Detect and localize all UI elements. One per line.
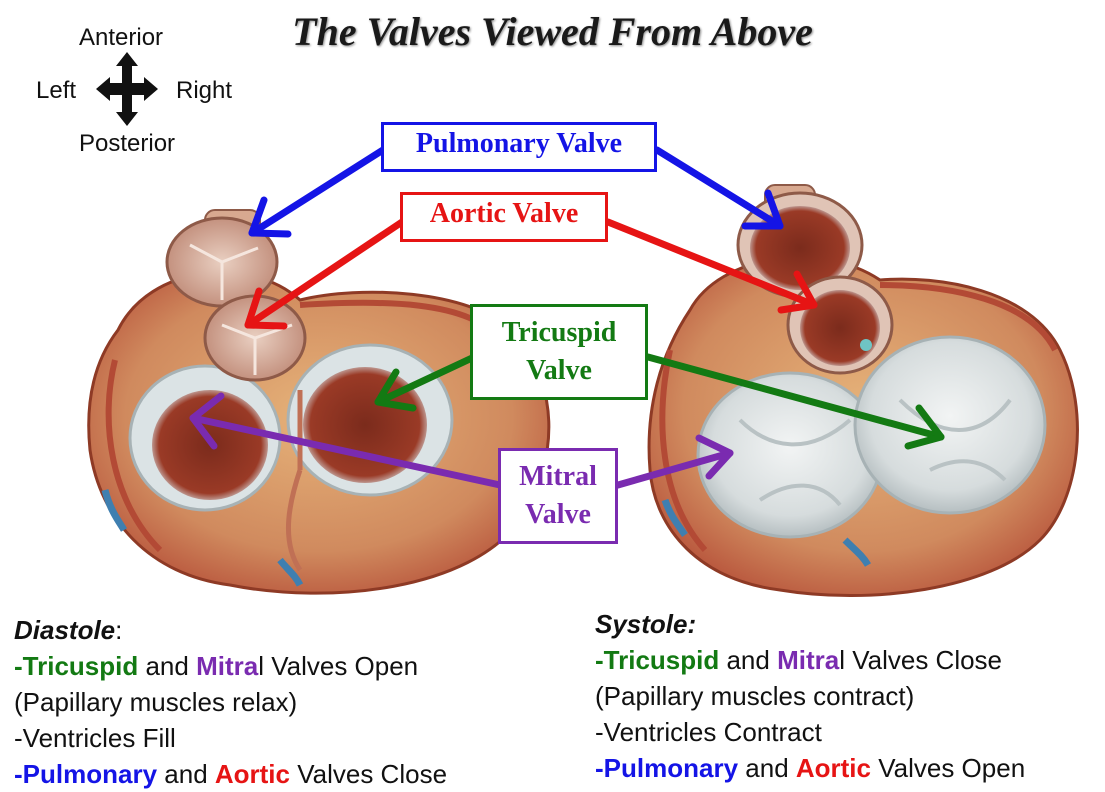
systole-heading: Systole: (595, 609, 696, 639)
systole-line4-rest: Valves Open (871, 753, 1025, 783)
systole-dash: - (595, 645, 604, 675)
diastole-dash: - (14, 651, 23, 681)
systole-line-2: (Papillary muscles contract) (595, 678, 1025, 714)
aortic-valve-callout: Aortic Valve (400, 192, 608, 242)
systole-tricuspid-word: Tricuspid (604, 645, 720, 675)
diastole-mitral-word: Mitra (196, 651, 258, 681)
diastole-line-1: -Tricuspid and Mitral Valves Open (14, 648, 447, 684)
tricuspid-callout-line2: Valve (473, 352, 645, 390)
diastole-and: and (138, 651, 196, 681)
systole-mitral-word: Mitra (777, 645, 839, 675)
systole-line-4: -Pulmonary and Aortic Valves Open (595, 750, 1025, 786)
mitral-valve-callout: Mitral Valve (498, 448, 618, 544)
tricuspid-valve-callout: Tricuspid Valve (470, 304, 648, 400)
diastole-aortic-word: Aortic (215, 759, 290, 789)
systole-line-1: -Tricuspid and Mitral Valves Close (595, 642, 1025, 678)
systole-aortic-word: Aortic (796, 753, 871, 783)
diastole-line-4: -Pulmonary and Aortic Valves Close (14, 756, 447, 792)
systole-and-2: and (738, 753, 796, 783)
diastole-line-2: (Papillary muscles relax) (14, 684, 447, 720)
systole-and: and (719, 645, 777, 675)
diastole-heading: Diastole (14, 615, 115, 645)
diastole-pulmonary-word: Pulmonary (23, 759, 157, 789)
systole-pulmonary-word: Pulmonary (604, 753, 738, 783)
diastole-line1-rest: Valves Open (264, 651, 418, 681)
diastole-line4-rest: Valves Close (290, 759, 447, 789)
systole-heart-illustration (649, 185, 1077, 596)
diastole-heart-illustration (89, 210, 549, 593)
mitral-callout-line1: Mitral (501, 458, 615, 496)
diastole-dash-2: - (14, 759, 23, 789)
mitral-callout-line2: Valve (501, 496, 615, 534)
diastole-and-2: and (157, 759, 215, 789)
systole-text-block: Systole: -Tricuspid and Mitral Valves Cl… (595, 606, 1025, 786)
diastole-tricuspid-word: Tricuspid (23, 651, 139, 681)
diastole-text-block: Diastole: -Tricuspid and Mitral Valves O… (14, 612, 447, 792)
systole-dash-2: - (595, 753, 604, 783)
tricuspid-callout-line1: Tricuspid (473, 314, 645, 352)
systole-line-3: -Ventricles Contract (595, 714, 1025, 750)
diastole-line-3: -Ventricles Fill (14, 720, 447, 756)
diastole-heading-colon: : (115, 615, 122, 645)
systole-line1-rest: Valves Close (845, 645, 1002, 675)
pulmonary-valve-callout: Pulmonary Valve (381, 122, 657, 172)
